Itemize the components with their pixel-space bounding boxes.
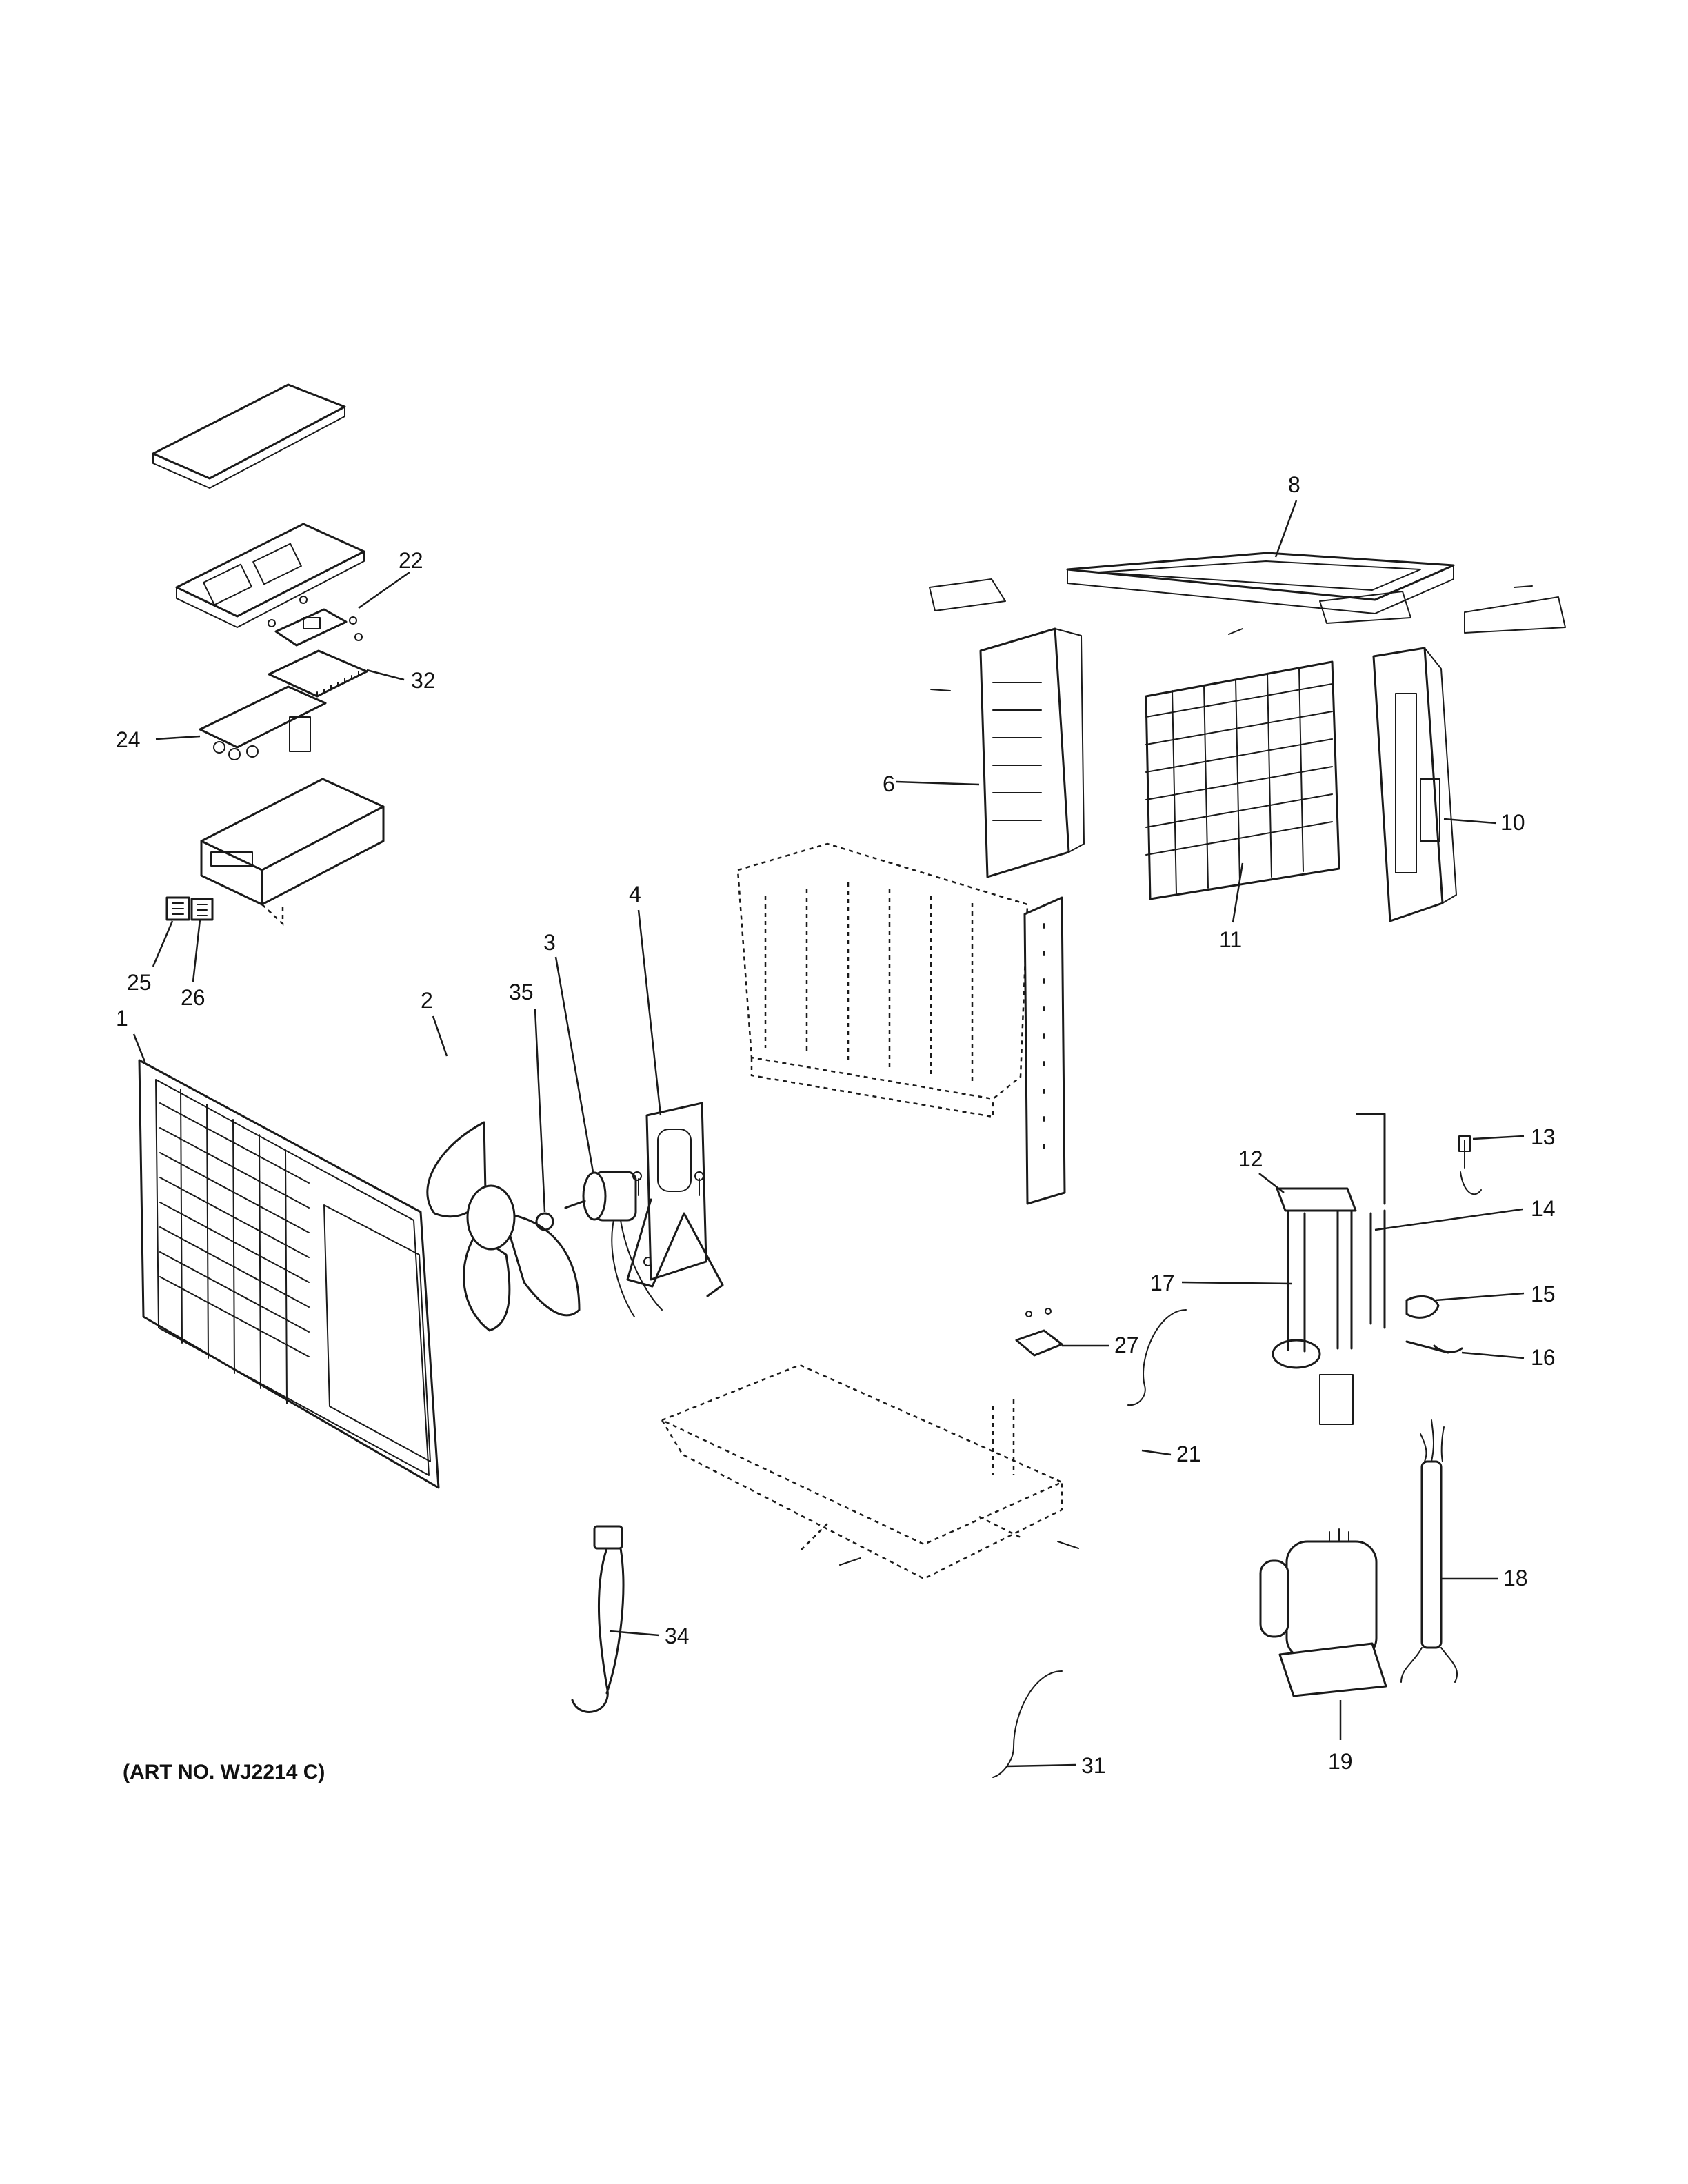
screws [638, 585, 1533, 1566]
terminal-blocks [165, 896, 214, 921]
service-valves [1405, 1295, 1463, 1354]
wire-21 [1127, 1309, 1187, 1406]
control-box-cover [152, 383, 346, 489]
terminal-board [268, 596, 363, 647]
top-pads [929, 578, 1566, 634]
callout-10: 10 [1500, 810, 1525, 835]
callout-1: 1 [116, 1006, 128, 1031]
callout-4: 4 [629, 882, 641, 907]
callout-19: 19 [1328, 1749, 1353, 1774]
callout-31: 31 [1081, 1753, 1106, 1778]
control-box-tray [175, 523, 365, 628]
coil-side-bracket [1023, 896, 1066, 1205]
top-frame [1066, 552, 1455, 614]
front-grille [138, 1059, 440, 1489]
base-pan [659, 1364, 1065, 1580]
callout-22: 22 [399, 548, 423, 573]
electrical-box [200, 778, 385, 926]
wire-31 [992, 1670, 1063, 1778]
callout-6: 6 [883, 771, 895, 796]
callout-13: 13 [1531, 1124, 1556, 1149]
evaporator-coil [1145, 660, 1340, 900]
callout-15: 15 [1531, 1282, 1556, 1306]
callout-3: 3 [543, 930, 556, 955]
fan-blade [426, 1121, 581, 1332]
compressor [1259, 1528, 1387, 1697]
callout-12: 12 [1238, 1146, 1263, 1171]
callout-14: 14 [1531, 1196, 1556, 1221]
fan-nut [535, 1212, 554, 1231]
callout-8: 8 [1288, 472, 1300, 497]
condenser-coil [736, 842, 1029, 1118]
side-panel-right [1372, 647, 1457, 922]
compressor-mount [1015, 1308, 1063, 1357]
callout-24: 24 [116, 727, 141, 752]
side-panel [979, 627, 1085, 878]
refrigerant-tubing [1272, 1113, 1386, 1425]
fan-motor [564, 1171, 663, 1317]
wire-34 [571, 1525, 625, 1713]
callout-26: 26 [181, 985, 205, 1010]
callout-32: 32 [411, 668, 436, 693]
motor-bracket [626, 1102, 724, 1297]
main-control-board [199, 685, 327, 760]
callout-11: 11 [1219, 927, 1242, 952]
leader-lines [132, 500, 1525, 1768]
heat-sink [268, 649, 368, 698]
callout-21: 21 [1176, 1442, 1201, 1466]
callout-18: 18 [1503, 1566, 1528, 1590]
callout-27: 27 [1114, 1333, 1139, 1357]
callout-35: 35 [509, 980, 534, 1004]
sensor [1458, 1135, 1482, 1195]
callout-2: 2 [421, 988, 433, 1013]
callout-16: 16 [1531, 1345, 1556, 1370]
callout-25: 25 [127, 970, 152, 995]
callout-17: 17 [1150, 1271, 1175, 1295]
callout-numbers: 1 2 3 35 4 6 8 10 11 12 13 14 15 16 17 1… [116, 472, 1556, 1778]
wire-harness [1400, 1419, 1458, 1683]
art-number: (ART NO. WJ2214 C) [123, 1761, 325, 1783]
callout-34: 34 [665, 1624, 690, 1648]
